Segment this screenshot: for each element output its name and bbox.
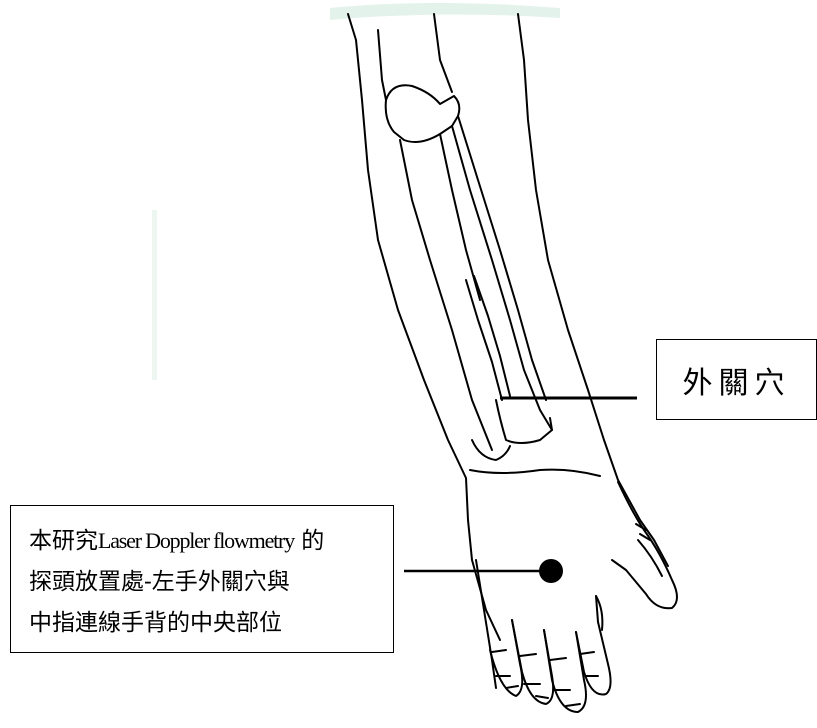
acupoint-label-box: 外關穴 — [656, 339, 817, 420]
arm-outline — [348, 14, 677, 712]
probe-description-box: 本研究Laser Doppler flowmetry 的 探頭放置處-左手外關穴… — [10, 505, 394, 653]
probe-line-1-prefix: 本研究 — [29, 528, 98, 554]
probe-description-line-3: 中指連線手背的中央部位 — [29, 603, 393, 644]
probe-description-line-1: 本研究Laser Doppler flowmetry 的 — [29, 520, 393, 562]
probe-line-1-suffix: 的 — [294, 528, 324, 554]
probe-description-line-2: 探頭放置處-左手外關穴與 — [29, 562, 393, 603]
acupoint-label: 外關穴 — [683, 358, 791, 402]
probe-position-dot — [539, 559, 563, 583]
background-watermark — [152, 3, 560, 380]
probe-line-1-latin: Laser Doppler flowmetry — [98, 528, 294, 553]
